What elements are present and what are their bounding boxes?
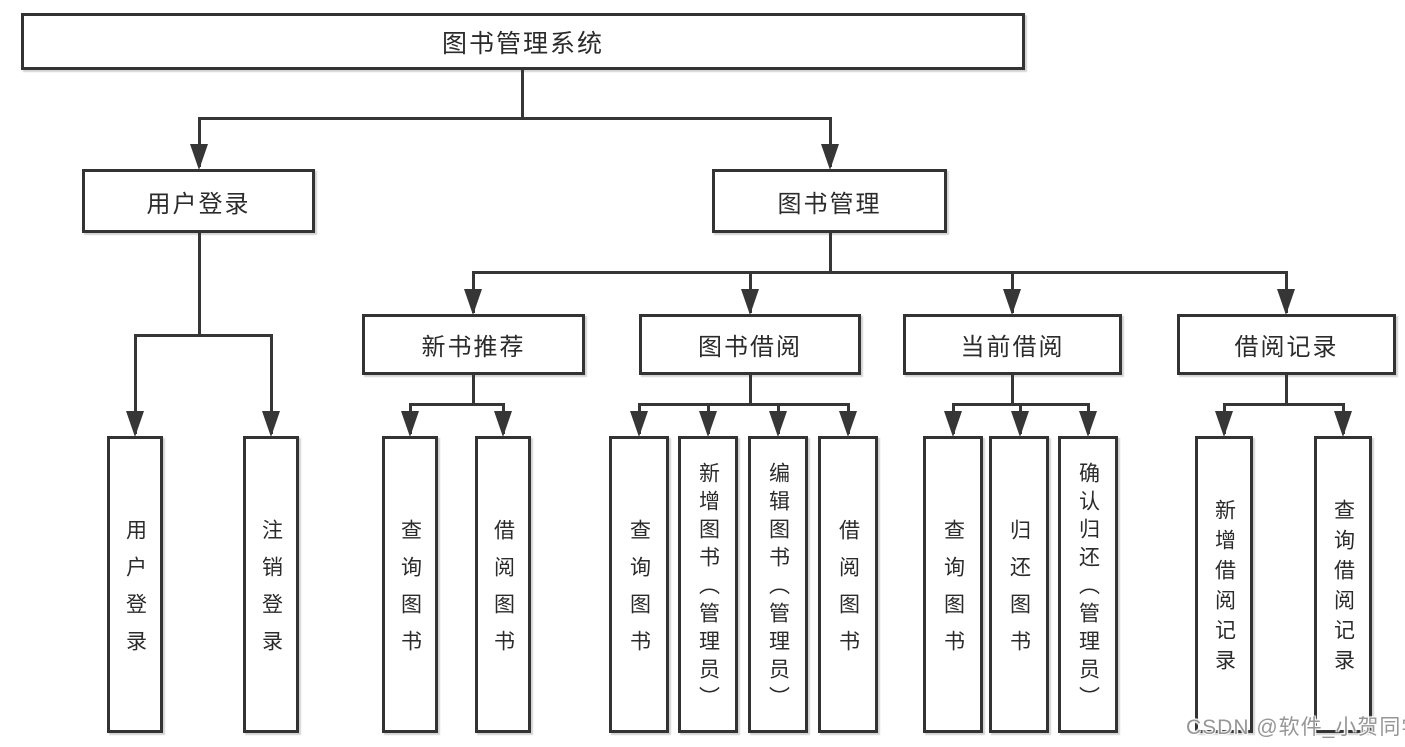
arrowhead-down-icon	[494, 411, 512, 437]
node-leaf-borrow-books-recommend: 借阅图书	[475, 436, 531, 733]
node-user-login-label: 用户登录	[146, 190, 251, 218]
node-leaf-add-books-admin: 新增图书（管理员）	[678, 436, 738, 733]
arrowhead-down-icon	[1079, 411, 1097, 437]
node-leaf-edit-books-admin-label: 编辑图书（管理员）	[766, 462, 790, 714]
arrowhead-down-icon	[1003, 289, 1021, 315]
node-leaf-user-login-label: 用户登录	[123, 518, 147, 667]
connector-line	[829, 233, 832, 272]
node-user-login: 用户登录	[82, 169, 315, 233]
node-leaf-borrow-books: 借阅图书	[818, 436, 878, 733]
connector-line	[1011, 375, 1014, 404]
connector-line	[135, 334, 271, 337]
node-book-management: 图书管理	[712, 169, 947, 233]
arrowhead-down-icon	[1011, 411, 1029, 437]
node-leaf-query-borrow-record: 查询借阅记录	[1314, 436, 1372, 733]
connector-line	[1224, 403, 1343, 406]
arrowhead-down-icon	[839, 411, 857, 437]
node-leaf-borrow-books-label: 借阅图书	[836, 518, 860, 667]
node-current-borrowing: 当前借阅	[903, 314, 1122, 375]
node-leaf-query-borrow-record-label: 查询借阅记录	[1331, 499, 1355, 679]
arrowhead-down-icon	[190, 144, 208, 170]
node-leaf-borrow-books-recommend-label: 借阅图书	[491, 518, 515, 667]
node-leaf-add-books-admin-label: 新增图书（管理员）	[696, 462, 720, 714]
node-leaf-confirm-return-admin: 确认归还（管理员）	[1058, 436, 1118, 733]
csdn-watermark: CSDN @软件_小贺同学	[1186, 716, 1405, 739]
node-borrow-records-label: 借阅记录	[1234, 334, 1339, 361]
node-library-system-label: 图书管理系统	[441, 29, 604, 58]
node-leaf-query-books-recommend: 查询图书	[382, 436, 438, 733]
arrowhead-down-icon	[1334, 411, 1352, 437]
node-leaf-add-borrow-record-label: 新增借阅记录	[1212, 499, 1236, 679]
connector-line	[639, 403, 848, 406]
node-leaf-query-books-current-label: 查询图书	[941, 518, 965, 667]
arrowhead-down-icon	[464, 289, 482, 315]
arrowhead-down-icon	[262, 411, 280, 437]
arrowhead-down-icon	[126, 411, 144, 437]
node-leaf-confirm-return-admin-label: 确认归还（管理员）	[1076, 462, 1100, 714]
node-leaf-return-books-label: 归还图书	[1007, 518, 1031, 667]
arrowhead-down-icon	[769, 411, 787, 437]
node-new-book-recommend: 新书推荐	[362, 314, 585, 375]
node-leaf-add-borrow-record: 新增借阅记录	[1195, 436, 1253, 733]
connector-line	[829, 117, 832, 167]
node-leaf-query-books-borrowing-label: 查询图书	[627, 518, 651, 667]
node-book-management-label: 图书管理	[777, 190, 882, 218]
node-book-borrowing: 图书借阅	[639, 314, 861, 375]
connector-line	[1285, 375, 1288, 404]
node-current-borrowing-label: 当前借阅	[960, 334, 1065, 361]
arrowhead-down-icon	[699, 411, 717, 437]
connector-line	[270, 334, 273, 434]
connector-line	[199, 117, 830, 120]
node-leaf-query-books-borrowing: 查询图书	[609, 436, 669, 733]
connector-line	[473, 271, 1286, 274]
arrowhead-down-icon	[401, 411, 419, 437]
node-leaf-user-login: 用户登录	[107, 436, 163, 733]
node-leaf-return-books: 归还图书	[989, 436, 1049, 733]
arrowhead-down-icon	[630, 411, 648, 437]
node-book-borrowing-label: 图书借阅	[698, 334, 802, 361]
connector-line	[472, 375, 475, 404]
node-leaf-logout: 注销登录	[243, 436, 299, 733]
node-leaf-query-books-current: 查询图书	[923, 436, 983, 733]
arrowhead-down-icon	[1277, 289, 1295, 315]
node-leaf-logout-label: 注销登录	[259, 518, 283, 667]
connector-line	[749, 375, 752, 404]
arrowhead-down-icon	[741, 289, 759, 315]
connector-line	[198, 233, 201, 335]
arrowhead-down-icon	[1215, 411, 1233, 437]
connector-line	[521, 70, 524, 118]
arrowhead-down-icon	[821, 144, 839, 170]
node-leaf-query-books-recommend-label: 查询图书	[398, 518, 422, 667]
connector-line	[134, 334, 137, 434]
arrowhead-down-icon	[944, 411, 962, 437]
node-borrow-records: 借阅记录	[1177, 314, 1396, 375]
node-library-system: 图书管理系统	[21, 13, 1025, 70]
node-leaf-edit-books-admin: 编辑图书（管理员）	[748, 436, 808, 733]
node-new-book-recommend-label: 新书推荐	[421, 334, 526, 361]
connector-line	[198, 117, 201, 167]
connector-line	[410, 403, 503, 406]
